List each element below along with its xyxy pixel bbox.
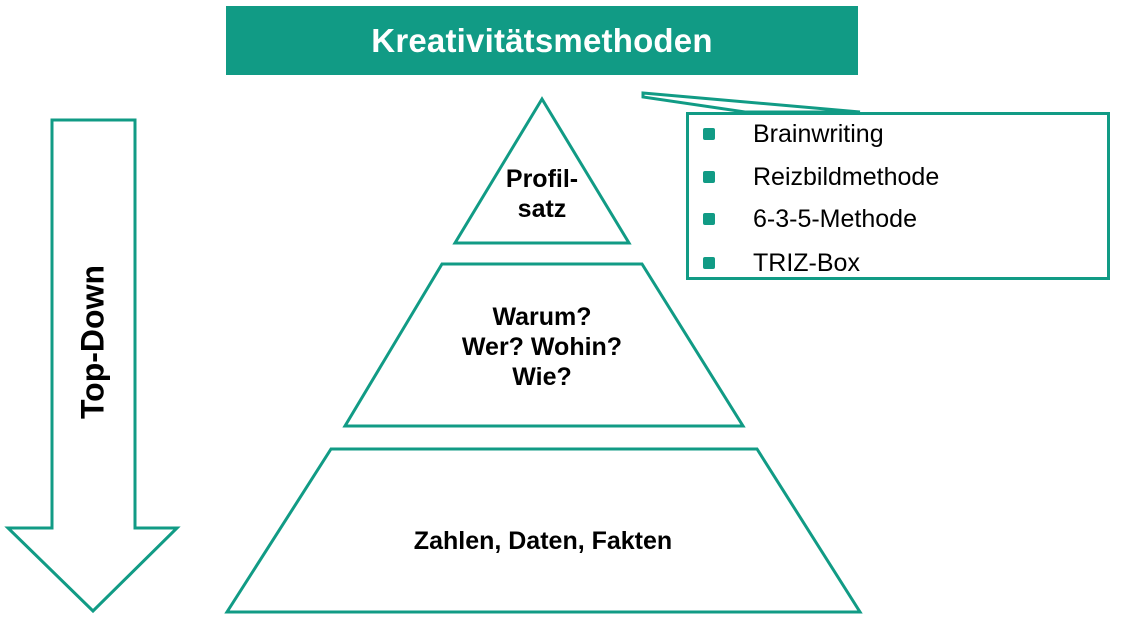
top-down-arrow (4, 118, 181, 614)
bullet-icon (703, 213, 715, 225)
bullet-icon (703, 257, 715, 269)
pyramid-bottom-label: Zahlen, Daten, Fakten (343, 526, 743, 556)
method-item: TRIZ-Box (703, 247, 860, 279)
method-label: Reizbildmethode (753, 162, 940, 191)
bullet-icon (703, 171, 715, 183)
pyramid-top-label: Profil- satz (462, 164, 622, 224)
method-label: 6-3-5-Methode (753, 204, 917, 233)
pyramid-middle-tier (342, 262, 746, 428)
bullet-icon (703, 128, 715, 140)
method-label: Brainwriting (753, 119, 884, 148)
pyramid-middle-line1: Warum? (492, 303, 592, 331)
methods-callout-box: Brainwriting Reizbildmethode 6-3-5-Metho… (686, 112, 1110, 280)
method-item: Reizbildmethode (703, 161, 939, 193)
method-label: TRIZ-Box (753, 248, 860, 277)
top-down-label: Top-Down (74, 264, 111, 420)
pyramid-middle-line3: Wie? (512, 363, 572, 391)
pyramid-middle-line2: Wer? Wohin? (461, 333, 623, 361)
pyramid-bottom-tier (224, 447, 863, 614)
method-item: 6-3-5-Methode (703, 203, 917, 235)
pyramid-top-line1: Profil- (505, 165, 579, 193)
title-banner: Kreativitätsmethoden (226, 6, 858, 75)
diagram-title: Kreativitätsmethoden (371, 21, 713, 59)
pyramid-middle-label: Warum? Wer? Wohin? Wie? (412, 302, 672, 392)
pyramid-top-tier (452, 96, 632, 245)
method-item: Brainwriting (703, 118, 884, 150)
pyramid-top-line2: satz (517, 195, 567, 223)
callout-connector (641, 91, 861, 114)
pyramid-bottom-line1: Zahlen, Daten, Fakten (413, 527, 673, 555)
